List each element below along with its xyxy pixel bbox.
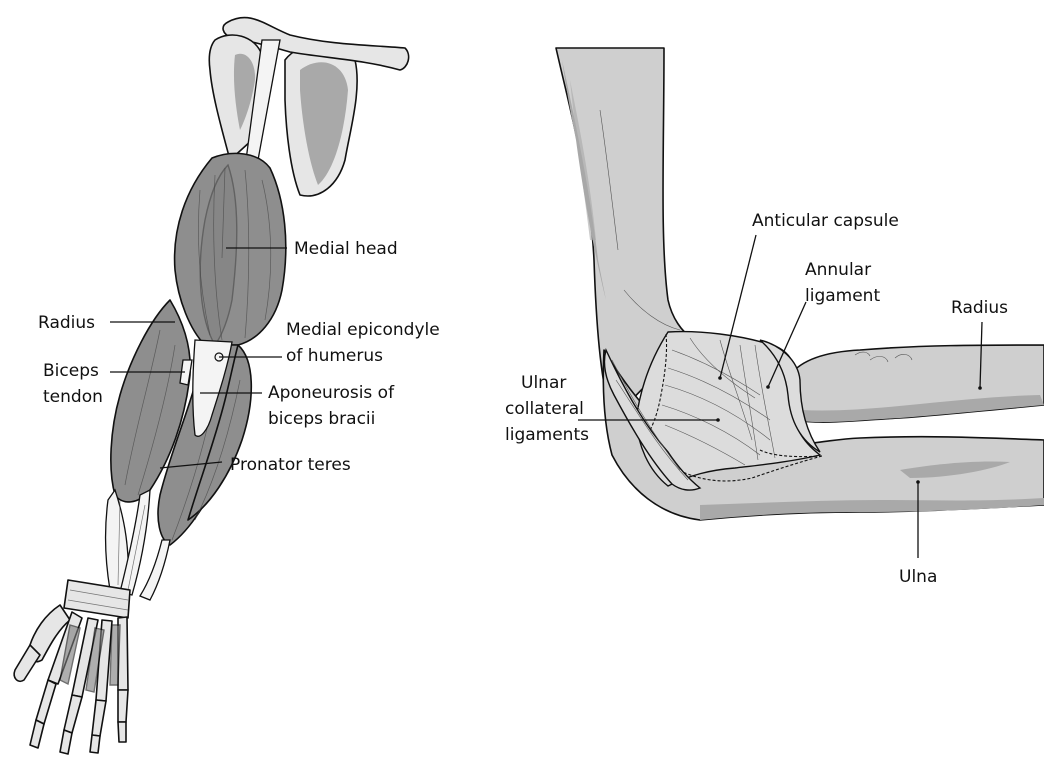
label-biceps-tendon-1: Biceps bbox=[43, 361, 99, 381]
elbow-illustration: Anticular capsule Annular ligament Radiu… bbox=[505, 48, 1044, 587]
label-pronator-teres: Pronator teres bbox=[230, 455, 351, 475]
label-annular-2: ligament bbox=[805, 286, 880, 306]
label-articular-capsule: Anticular capsule bbox=[752, 211, 899, 231]
hand-bones bbox=[14, 605, 128, 754]
label-radius-left: Radius bbox=[38, 313, 95, 333]
label-aponeurosis-2: biceps bracii bbox=[268, 409, 375, 429]
arm-illustration: Medial head Radius Medial epicondyle of … bbox=[14, 18, 440, 754]
label-annular-1: Annular bbox=[805, 260, 871, 280]
label-ulna: Ulna bbox=[899, 567, 937, 587]
label-ulnar-collateral-1: Ulnar bbox=[521, 373, 566, 393]
label-epicondyle-1: Medial epicondyle bbox=[286, 320, 440, 340]
label-radius-right: Radius bbox=[951, 298, 1008, 318]
label-ulnar-collateral-3: ligaments bbox=[505, 425, 589, 445]
label-medial-head: Medial head bbox=[294, 239, 398, 259]
label-ulnar-collateral-2: collateral bbox=[505, 399, 584, 419]
label-aponeurosis-1: Aponeurosis of bbox=[268, 383, 395, 403]
label-epicondyle-2: of humerus bbox=[286, 346, 383, 366]
label-biceps-tendon-2: tendon bbox=[43, 387, 103, 407]
